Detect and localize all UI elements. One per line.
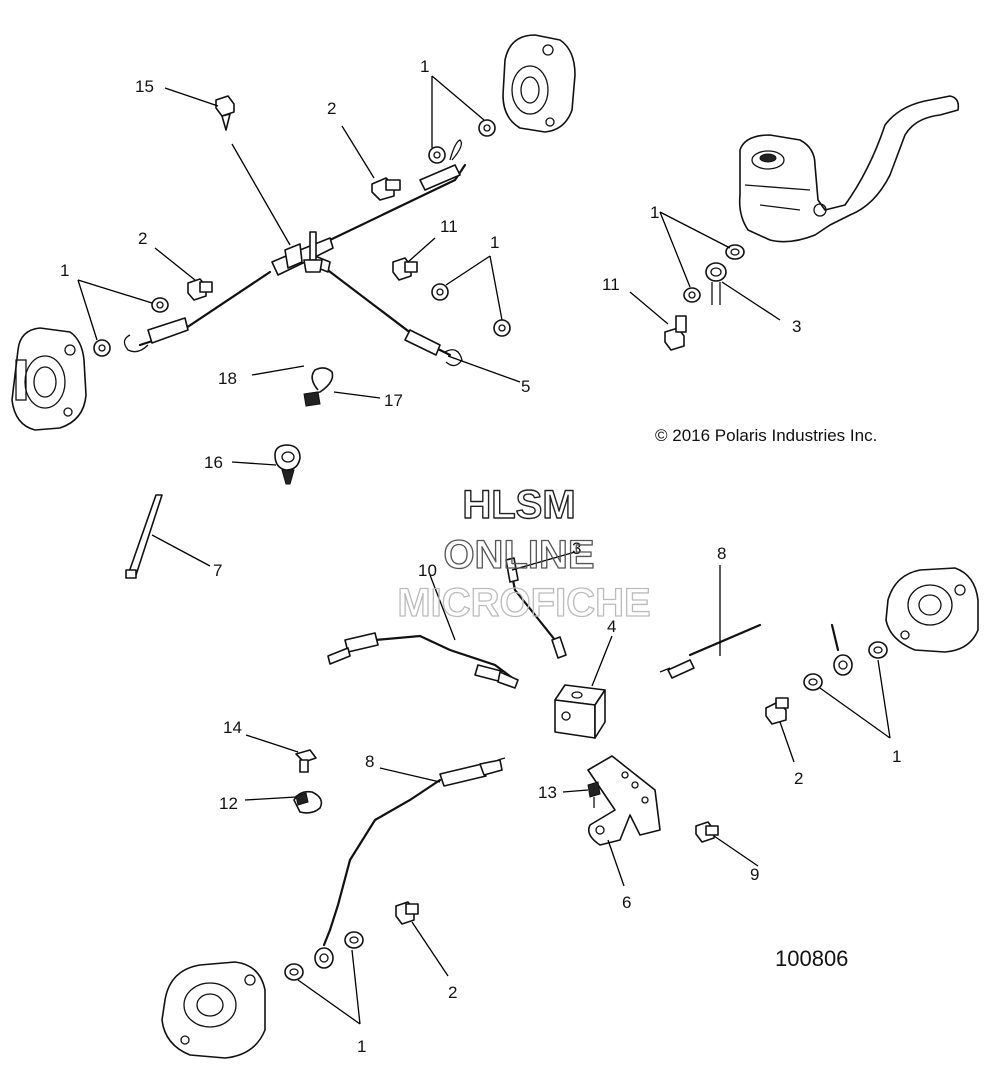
washer: [284, 963, 304, 981]
watermark-line3: MICROFICHE: [397, 581, 650, 625]
callout-17: 17: [384, 391, 403, 410]
hose-clip: [274, 444, 301, 485]
master-cylinder-lever: [738, 95, 960, 243]
bolt: [215, 95, 235, 131]
bolt: [371, 177, 401, 201]
callout-2: 2: [448, 983, 457, 1002]
mounting-bracket: [587, 755, 661, 846]
bolt: [392, 257, 418, 281]
callout-8: 8: [717, 544, 726, 563]
callout-9: 9: [750, 865, 759, 884]
push-rivet: [303, 231, 323, 273]
brake-distribution-block: [554, 684, 606, 739]
rear-brake-line-left: [327, 632, 519, 689]
rear-right-caliper: [885, 567, 979, 653]
callout-1: 1: [357, 1037, 366, 1056]
copyright-notice: © 2016 Polaris Industries Inc.: [655, 426, 877, 445]
bolt: [664, 315, 687, 351]
washer: [803, 673, 823, 691]
callout-1: 1: [420, 57, 429, 76]
rear-brake-line-lower: [328, 757, 506, 932]
washer: [151, 297, 169, 313]
callout-7: 7: [213, 561, 222, 580]
callout-4: 4: [607, 617, 616, 636]
rear-brake-line-right: [659, 623, 762, 679]
p-clamp: [303, 367, 334, 407]
leader-lines: [77, 75, 891, 1025]
callout-11: 11: [602, 275, 620, 294]
bolt: [695, 821, 719, 843]
callout-13: 13: [538, 783, 557, 802]
callout-1: 1: [490, 233, 499, 252]
diagram-id: 100806: [775, 946, 848, 971]
banjo-fitting: [705, 262, 727, 305]
callout-2: 2: [794, 769, 803, 788]
callout-3: 3: [792, 317, 801, 336]
washer: [493, 319, 511, 337]
callout-1: 1: [60, 261, 69, 280]
front-right-caliper: [502, 34, 576, 133]
callout-12: 12: [219, 794, 238, 813]
front-brake-line-assembly: [123, 139, 467, 367]
washer: [93, 339, 111, 357]
caliper-brake-line: [830, 623, 853, 676]
cable-tie: [125, 494, 163, 579]
callout-16: 16: [204, 453, 223, 472]
watermark-line2: ONLINE: [443, 533, 594, 577]
caliper-brake-line: [314, 928, 334, 969]
front-left-caliper: [11, 327, 87, 431]
watermark-line1: HLSM: [462, 483, 575, 527]
bolt: [587, 781, 601, 808]
callout-11: 11: [440, 217, 458, 236]
washer: [344, 931, 364, 949]
washer: [868, 641, 888, 659]
bolt: [395, 901, 419, 925]
callout-numbers: 15 2 1 2 1 11 1 18 17 5 1 11 3 16 7 10 3…: [60, 57, 901, 1056]
washer: [725, 244, 745, 260]
callout-14: 14: [223, 718, 242, 737]
callout-6: 6: [622, 893, 631, 912]
bolt: [295, 749, 317, 773]
p-clamp: [293, 790, 323, 814]
callout-1: 1: [892, 747, 901, 766]
bolt: [765, 697, 789, 725]
rear-left-caliper: [161, 961, 266, 1059]
banjo-brake-line: [505, 557, 567, 659]
callout-1: 1: [650, 203, 659, 222]
bolt: [187, 278, 213, 301]
callout-15: 15: [135, 77, 154, 96]
callout-18: 18: [218, 369, 237, 388]
callout-2: 2: [138, 229, 147, 248]
callout-5: 5: [521, 377, 530, 396]
washer: [431, 283, 449, 301]
washer: [428, 146, 446, 164]
washer: [683, 287, 701, 303]
callout-10: 10: [418, 561, 437, 580]
callout-3: 3: [572, 539, 581, 558]
watermark: HLSM ONLINE MICROFICHE: [397, 482, 652, 625]
callout-2: 2: [327, 99, 336, 118]
washer: [478, 119, 496, 137]
callout-8: 8: [365, 752, 374, 771]
